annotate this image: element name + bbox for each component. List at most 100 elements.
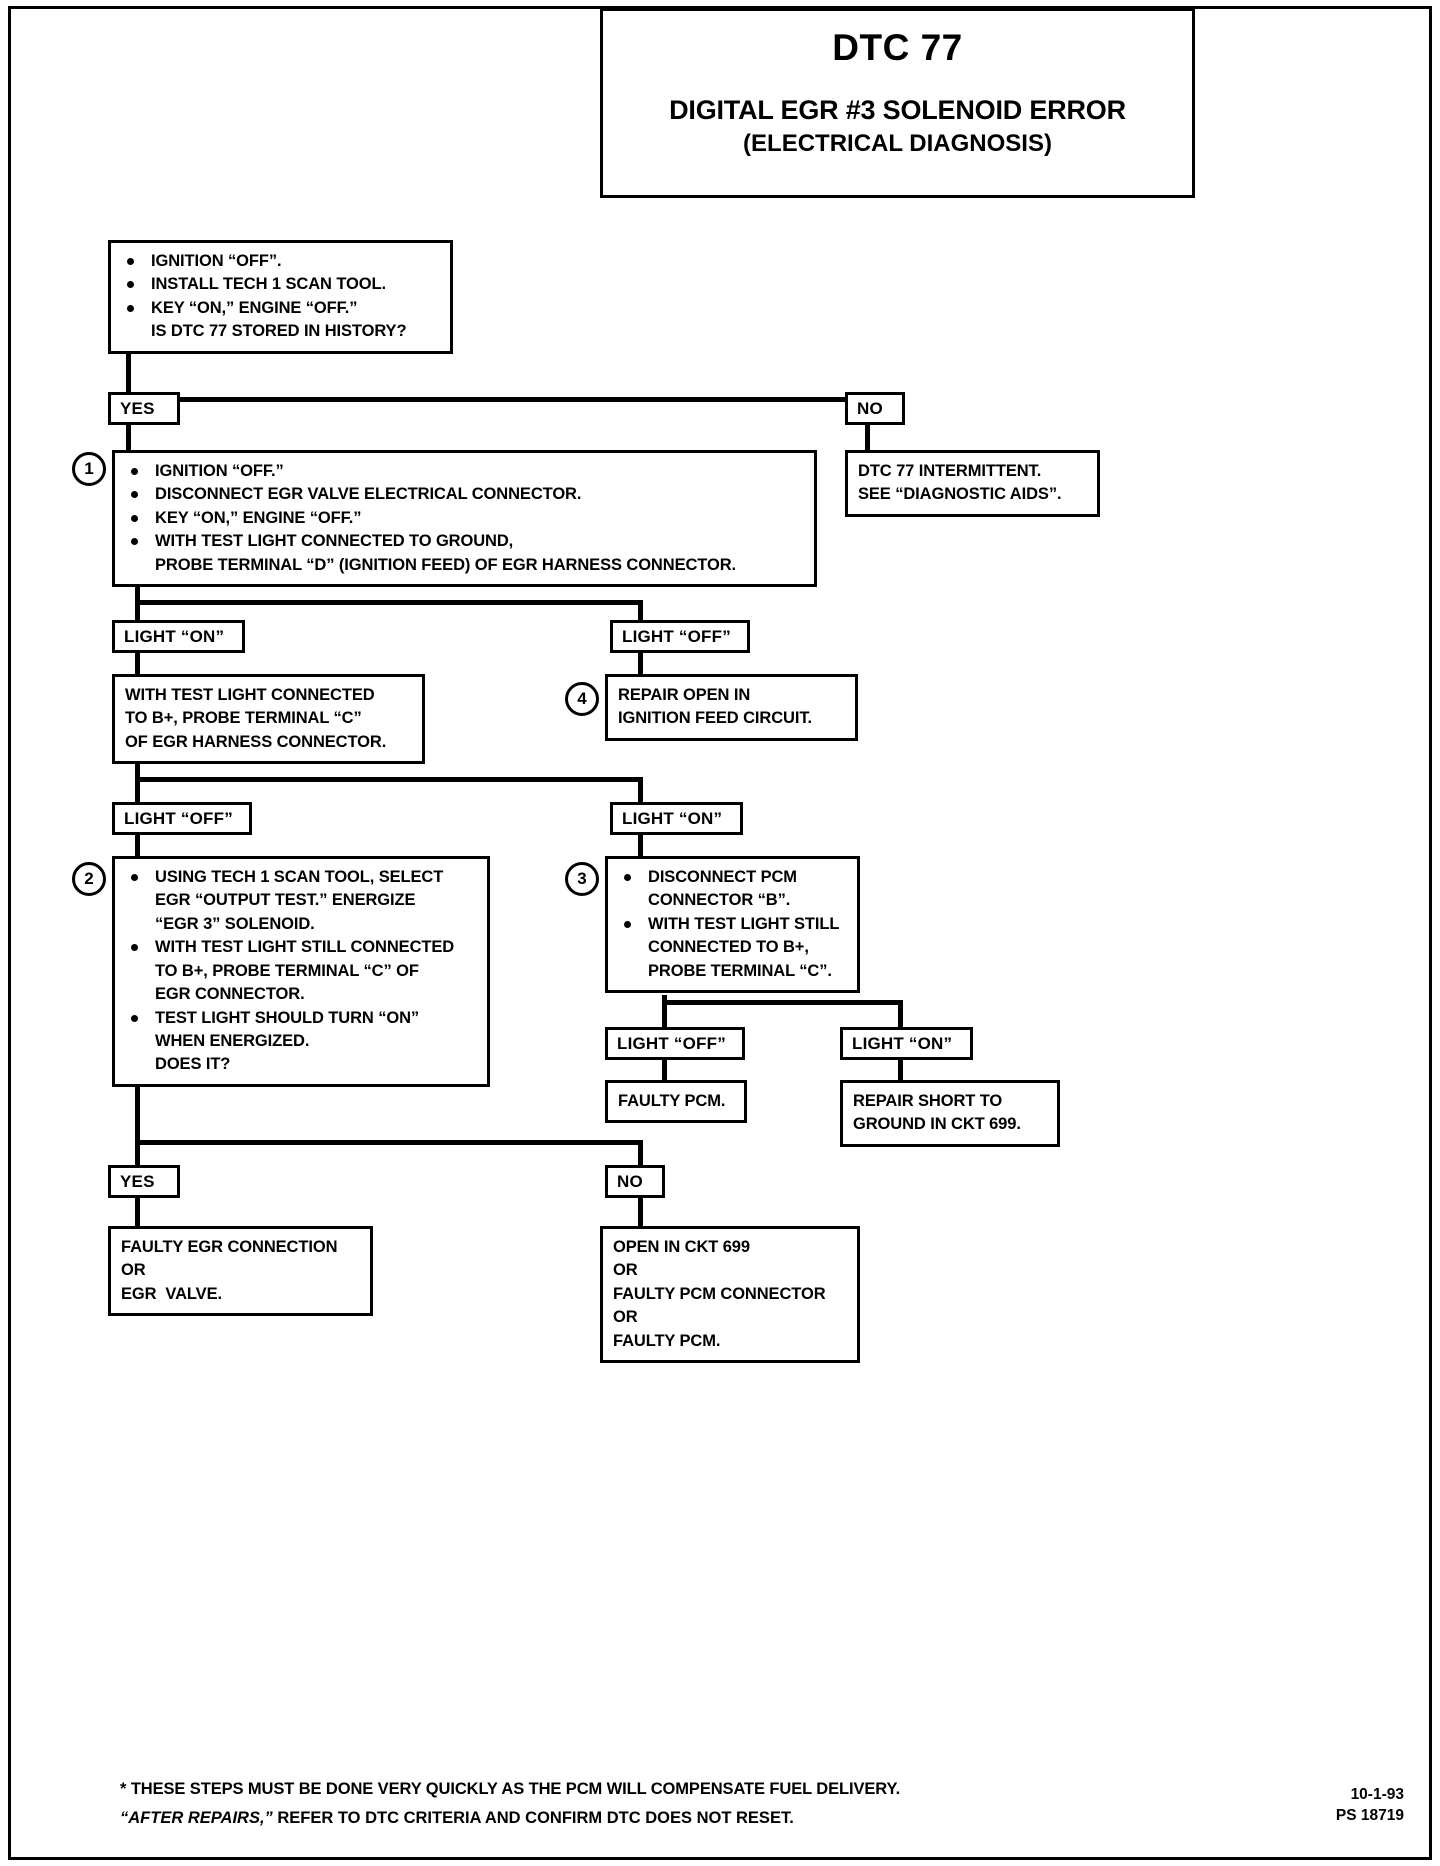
footer-note-2-emphasis: “AFTER REPAIRS,”	[120, 1808, 273, 1827]
start-line-1: IGNITION “OFF”.	[121, 250, 441, 273]
node-step-4: REPAIR OPEN IN IGNITION FEED CIRCUIT.	[605, 674, 858, 741]
node-step-3: DISCONNECT PCM CONNECTOR “B”. WITH TEST …	[605, 856, 860, 994]
connector-lighton2-down	[638, 831, 643, 859]
step3-line-4: CONNECTED TO B+,	[648, 938, 809, 957]
footer-document-code: 10-1-93 PS 18719	[1336, 1785, 1404, 1827]
step1-line-1: IGNITION “OFF.”	[125, 460, 805, 483]
label-no-2: NO	[605, 1165, 665, 1198]
connector-probec-split	[135, 777, 643, 782]
connector-lighton3-down	[898, 1058, 903, 1084]
step-number-4: 4	[565, 682, 599, 716]
page-title: DIGITAL EGR #3 SOLENOID ERROR	[669, 95, 1126, 125]
probec-line-2: TO B+, PROBE TERMINAL “C”	[125, 709, 362, 728]
connector-lightoff3-down	[662, 1058, 667, 1084]
step1-line-2: DISCONNECT EGR VALVE ELECTRICAL CONNECTO…	[125, 483, 805, 506]
open-ckt-line-1: OPEN IN CKT 699	[613, 1238, 750, 1256]
label-no-1: NO	[845, 392, 905, 425]
connector-yes1-step1	[126, 422, 131, 457]
node-start: IGNITION “OFF”. INSTALL TECH 1 SCAN TOOL…	[108, 240, 453, 354]
connector-step2-split	[135, 1140, 643, 1145]
footer-code-number: PS 18719	[1335, 1806, 1404, 1824]
footer-star: *	[120, 1780, 127, 1798]
probec-line-1: WITH TEST LIGHT CONNECTED	[125, 686, 375, 704]
node-step-2: USING TECH 1 SCAN TOOL, SELECT EGR “OUTP…	[112, 856, 490, 1087]
step2-line-3: “EGR 3” SOLENOID.	[155, 914, 315, 933]
start-line-2: INSTALL TECH 1 SCAN TOOL.	[121, 273, 441, 296]
step2-line-9: DOES IT?	[155, 1055, 231, 1074]
node-open-ckt-699: OPEN IN CKT 699 OR FAULTY PCM CONNECTOR …	[600, 1226, 860, 1364]
open-ckt-line-2: OR	[613, 1261, 638, 1280]
connector-step3-down	[662, 995, 667, 1045]
step3-line-3: WITH TEST LIGHT STILL	[618, 913, 848, 936]
page-border	[8, 6, 1432, 1860]
node-probe-terminal-c: WITH TEST LIGHT CONNECTED TO B+, PROBE T…	[112, 674, 425, 765]
label-yes-1: YES	[108, 392, 180, 425]
step-number-3: 3	[565, 862, 599, 896]
step3-line-2: CONNECTOR “B”.	[648, 891, 791, 910]
footer-notes: * THESE STEPS MUST BE DONE VERY QUICKLY …	[120, 1775, 1120, 1833]
step2-line-7: TEST LIGHT SHOULD TURN “ON”	[125, 1007, 478, 1030]
node-faulty-egr: FAULTY EGR CONNECTION OR EGR VALVE.	[108, 1226, 373, 1317]
step2-line-2: EGR “OUTPUT TEST.” ENERGIZE	[155, 891, 416, 910]
connector-start-split	[126, 397, 870, 402]
step1-line-5: PROBE TERMINAL “D” (IGNITION FEED) OF EG…	[155, 555, 736, 574]
step4-line-1: REPAIR OPEN IN	[618, 686, 751, 704]
faulty-pcm-line-1: FAULTY PCM.	[618, 1092, 726, 1110]
page-subtitle: (ELECTRICAL DIAGNOSIS)	[743, 130, 1052, 157]
step2-line-4: WITH TEST LIGHT STILL CONNECTED	[125, 936, 478, 959]
title-block: DTC 77 DIGITAL EGR #3 SOLENOID ERROR (EL…	[600, 8, 1195, 198]
step-number-2: 2	[72, 862, 106, 896]
connector-yes2-down	[135, 1197, 140, 1227]
connector-start-down	[126, 349, 131, 402]
connector-to-light-off-1	[638, 600, 643, 625]
label-light-on-1: LIGHT “ON”	[112, 620, 245, 653]
probec-line-3: OF EGR HARNESS CONNECTOR.	[125, 732, 387, 751]
start-line-3: KEY “ON,” ENGINE “OFF.”	[121, 297, 441, 320]
connector-step3-split	[662, 1000, 902, 1005]
node-step-1: IGNITION “OFF.” DISCONNECT EGR VALVE ELE…	[112, 450, 817, 588]
step2-line-1: USING TECH 1 SCAN TOOL, SELECT	[125, 866, 478, 889]
connector-step1-split	[135, 600, 643, 605]
intermittent-line-2: SEE “DIAGNOSTIC AIDS”.	[858, 485, 1062, 504]
step1-line-4: WITH TEST LIGHT CONNECTED TO GROUND,	[125, 530, 805, 553]
footer-date: 10-1-93	[1350, 1786, 1404, 1803]
node-repair-short: REPAIR SHORT TO GROUND IN CKT 699.	[840, 1080, 1060, 1147]
connector-to-no2	[638, 1140, 643, 1168]
start-line-4: IS DTC 77 STORED IN HISTORY?	[151, 322, 407, 341]
footer-note-1-text: THESE STEPS MUST BE DONE VERY QUICKLY AS…	[130, 1780, 901, 1798]
open-ckt-line-4: OR	[613, 1308, 638, 1327]
step2-line-8: WHEN ENERGIZED.	[155, 1031, 310, 1050]
step2-line-6: EGR CONNECTOR.	[155, 985, 305, 1004]
connector-lightoff2-down	[135, 831, 140, 859]
label-light-on-2: LIGHT “ON”	[610, 802, 743, 835]
label-light-off-2: LIGHT “OFF”	[112, 802, 252, 835]
step2-line-5: TO B+, PROBE TERMINAL “C” OF	[155, 961, 419, 980]
step3-line-1: DISCONNECT PCM	[618, 866, 848, 889]
connector-no2-down	[638, 1197, 643, 1227]
node-faulty-pcm: FAULTY PCM.	[605, 1080, 747, 1124]
connector-to-light-on-2	[638, 777, 643, 805]
connector-to-light-on-3	[898, 1000, 903, 1032]
connector-probec-down	[135, 745, 140, 825]
faulty-egr-line-1: FAULTY EGR CONNECTION	[121, 1238, 338, 1256]
label-yes-2: YES	[108, 1165, 180, 1198]
step1-line-3: KEY “ON,” ENGINE “OFF.”	[125, 507, 805, 530]
label-light-off-3: LIGHT “OFF”	[605, 1027, 745, 1060]
footer-note-2-text: REFER TO DTC CRITERIA AND CONFIRM DTC DO…	[272, 1808, 794, 1827]
step3-line-5: PROBE TERMINAL “C”.	[648, 961, 832, 980]
connector-lightoff1-down	[638, 650, 643, 676]
footer-note-2: “AFTER REPAIRS,” REFER TO DTC CRITERIA A…	[120, 1804, 1120, 1833]
step4-line-2: IGNITION FEED CIRCUIT.	[618, 709, 812, 728]
connector-step2-down	[135, 1065, 140, 1170]
label-light-off-1: LIGHT “OFF”	[610, 620, 750, 653]
faulty-egr-line-2: OR	[121, 1261, 146, 1280]
label-light-on-3: LIGHT “ON”	[840, 1027, 973, 1060]
node-dtc-intermittent: DTC 77 INTERMITTENT. SEE “DIAGNOSTIC AID…	[845, 450, 1100, 517]
repair-short-line-1: REPAIR SHORT TO	[853, 1092, 1003, 1110]
open-ckt-line-3: FAULTY PCM CONNECTOR	[613, 1284, 826, 1303]
faulty-egr-line-3: EGR VALVE.	[121, 1284, 222, 1303]
intermittent-line-1: DTC 77 INTERMITTENT.	[858, 462, 1042, 480]
connector-no1-intermittent	[865, 422, 870, 454]
footer-note-1: * THESE STEPS MUST BE DONE VERY QUICKLY …	[120, 1775, 1120, 1804]
